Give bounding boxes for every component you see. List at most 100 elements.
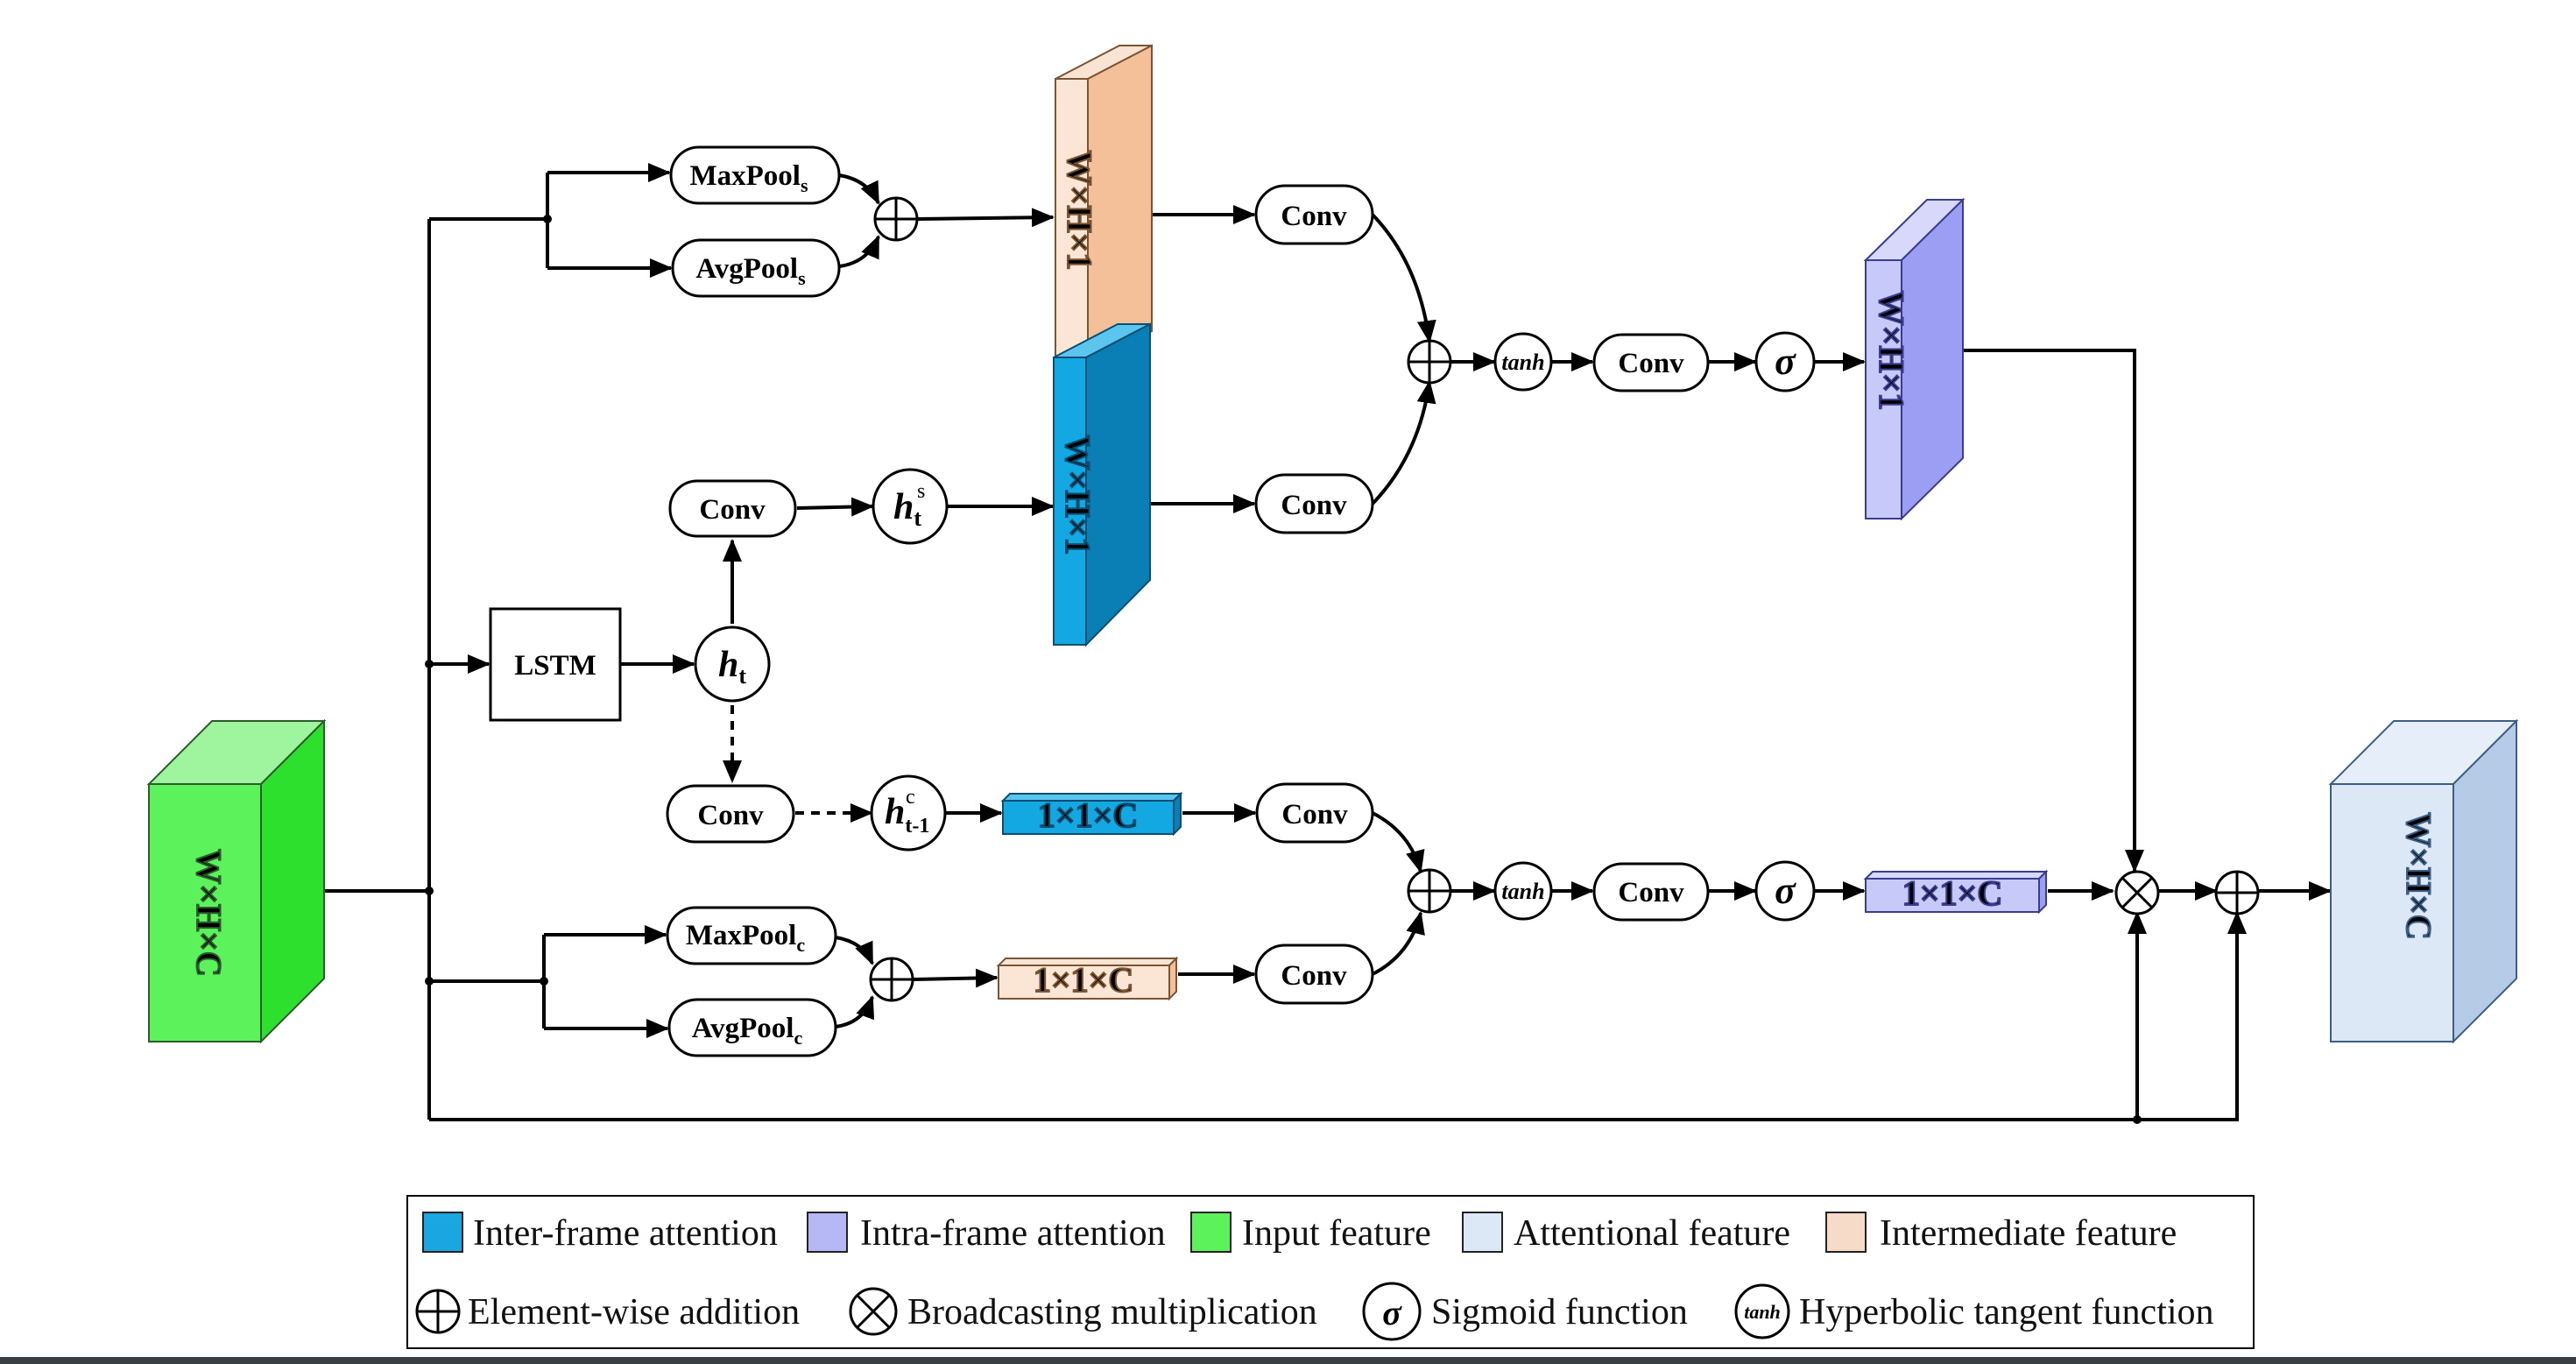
legend-swatch-input: [1190, 1212, 1232, 1253]
sigma-label-s: σ: [1775, 340, 1796, 383]
conv-node-3: [1255, 782, 1374, 844]
conv-node-channel: [1592, 862, 1710, 922]
connections: [302, 163, 2332, 1121]
arrow-conv1-to-plus: [1371, 213, 1436, 343]
channel-mid-front: [998, 965, 1170, 1000]
input-block: W×H×C: [146, 718, 327, 1044]
arrow-conv-to-hs: [796, 497, 874, 517]
legend-swatch-inter-frame: [422, 1212, 463, 1253]
arrow-conv3-to-plus: [1372, 811, 1425, 873]
arrow-conv4-to-plus: [1372, 911, 1425, 976]
legend-intermediate: Intermediate feature: [1880, 1213, 2177, 1254]
rounded-nodes: [489, 145, 1710, 1057]
channel-att-side: [2038, 869, 2047, 915]
channel-lstm-side: [1173, 791, 1182, 837]
legend-multiply-icon: [849, 1287, 898, 1336]
avgpool-c-node: [667, 998, 837, 1057]
hc-node: [870, 774, 947, 852]
plus-icon: [869, 957, 914, 1002]
conv-label-4: Conv: [1281, 960, 1347, 992]
legend-multiplication: Broadcasting multiplication: [907, 1292, 1317, 1332]
channel-att-front: [1865, 878, 2040, 913]
junction-dot: [2133, 1115, 2142, 1124]
operators: [869, 196, 2260, 1002]
arrow-maxpool-s-plus: [838, 173, 880, 205]
legend-sigmoid: Sigmoid function: [1431, 1292, 1688, 1332]
plus-icon: [2214, 870, 2260, 915]
legend-tanh-icon: [1734, 1283, 1790, 1339]
plus-icon: [1407, 868, 1452, 914]
input-block-front: [148, 783, 262, 1042]
legend: Inter-frame attention Intra-frame attent…: [406, 1195, 2255, 1349]
circle-nodes: [694, 331, 1816, 922]
spatial-lstm-label: W×H×1: [1058, 435, 1097, 555]
maxpool-c-node: [666, 906, 837, 965]
output-block-front: [2330, 783, 2454, 1042]
sigma-node-s: [1754, 331, 1816, 392]
conv-node-lstm-up: [668, 479, 797, 538]
channel-intermediate-block: 1×1×C: [996, 956, 1179, 1001]
maxpool-c-label: MaxPoolc: [686, 920, 805, 956]
channel-attention-block: 1×1×C: [1863, 869, 2049, 915]
legend-input: Input feature: [1242, 1213, 1431, 1254]
legend-attentional: Attentional feature: [1514, 1213, 1790, 1254]
hc-label: ht-1: [885, 792, 929, 837]
legend-swatch-intermediate: [1825, 1212, 1867, 1253]
arrow-plus-to-spatial-mid: [917, 208, 1055, 228]
window-bottom-edge: [0, 1357, 2576, 1364]
conv-label-spatial: Conv: [1618, 348, 1684, 379]
junction-dots: [425, 215, 2142, 1124]
tanh-label-c: tanh: [1501, 879, 1544, 904]
maxpool-s-node: [669, 145, 841, 205]
legend-inter-frame: Inter-frame attention: [473, 1213, 778, 1254]
conv-node-4: [1254, 943, 1374, 1005]
spatial-lstm-block: W×H×1: [1053, 322, 1151, 647]
legend-tanh: Hyperbolic tangent function: [1799, 1292, 2214, 1332]
legend-sigma-icon: [1362, 1282, 1422, 1341]
sigma-node-c: [1754, 860, 1816, 922]
lstm-label: LSTM: [514, 650, 596, 682]
legend-addition: Element-wise addition: [468, 1292, 800, 1332]
conv-label-1: Conv: [1281, 201, 1347, 232]
input-block-label: W×H×C: [189, 849, 229, 977]
spatial-att-label: W×H×1: [1872, 291, 1911, 411]
channel-lstm-block: 1×1×C: [1000, 791, 1183, 837]
junction-dot: [425, 977, 434, 986]
channel-att-label: 1×1×C: [1902, 873, 2002, 913]
conv-node-2: [1254, 473, 1374, 534]
legend-frame: [406, 1195, 2255, 1349]
conv-label-lstm-up: Conv: [699, 494, 766, 526]
legend-sigma-symbol: σ: [1382, 1293, 1402, 1332]
legend-swatch-intra-frame: [807, 1212, 848, 1253]
output-block-label: W×H×C: [2399, 812, 2438, 940]
channel-lstm-front: [1002, 800, 1175, 835]
channel-mid-label: 1×1×C: [1034, 960, 1133, 1000]
avgpool-c-label: AvgPoolc: [692, 1013, 803, 1049]
junction-dot: [425, 887, 434, 895]
maxpool-s-label: MaxPools: [689, 160, 808, 196]
plus-icon: [873, 196, 919, 242]
arrow-maxpool-c-plus: [835, 936, 874, 965]
conv-label-3: Conv: [1281, 799, 1348, 830]
channel-lstm-label: 1×1×C: [1038, 795, 1138, 835]
arrow-plus-to-channel-mid: [913, 968, 999, 988]
legend-swatch-attentional: [1462, 1212, 1503, 1253]
node-labels: MaxPools AvgPools Conv Conv Conv Conv Co…: [514, 160, 1684, 1049]
junction-dot: [425, 660, 434, 668]
multiply-icon: [2114, 870, 2160, 915]
legend-intra-frame: Intra-frame attention: [860, 1213, 1166, 1254]
hs-node: [872, 468, 949, 545]
hs-label: ht: [893, 487, 921, 531]
junction-dot: [543, 215, 552, 223]
avgpool-s-label: AvgPools: [695, 253, 806, 289]
channel-mid-side: [1168, 956, 1177, 1001]
arrow-avgpool-c-plus: [835, 995, 875, 1028]
spatial-lstm-front: [1053, 357, 1087, 646]
conv-label-channel: Conv: [1618, 877, 1684, 908]
conv-node-spatial: [1592, 333, 1710, 392]
output-block: W×H×C: [2328, 718, 2519, 1044]
circle-labels: ht ht s ht-1 c tanh tanh σ σ: [718, 340, 1796, 912]
line-residual: [429, 911, 2247, 1121]
lstm-node: [489, 607, 622, 722]
